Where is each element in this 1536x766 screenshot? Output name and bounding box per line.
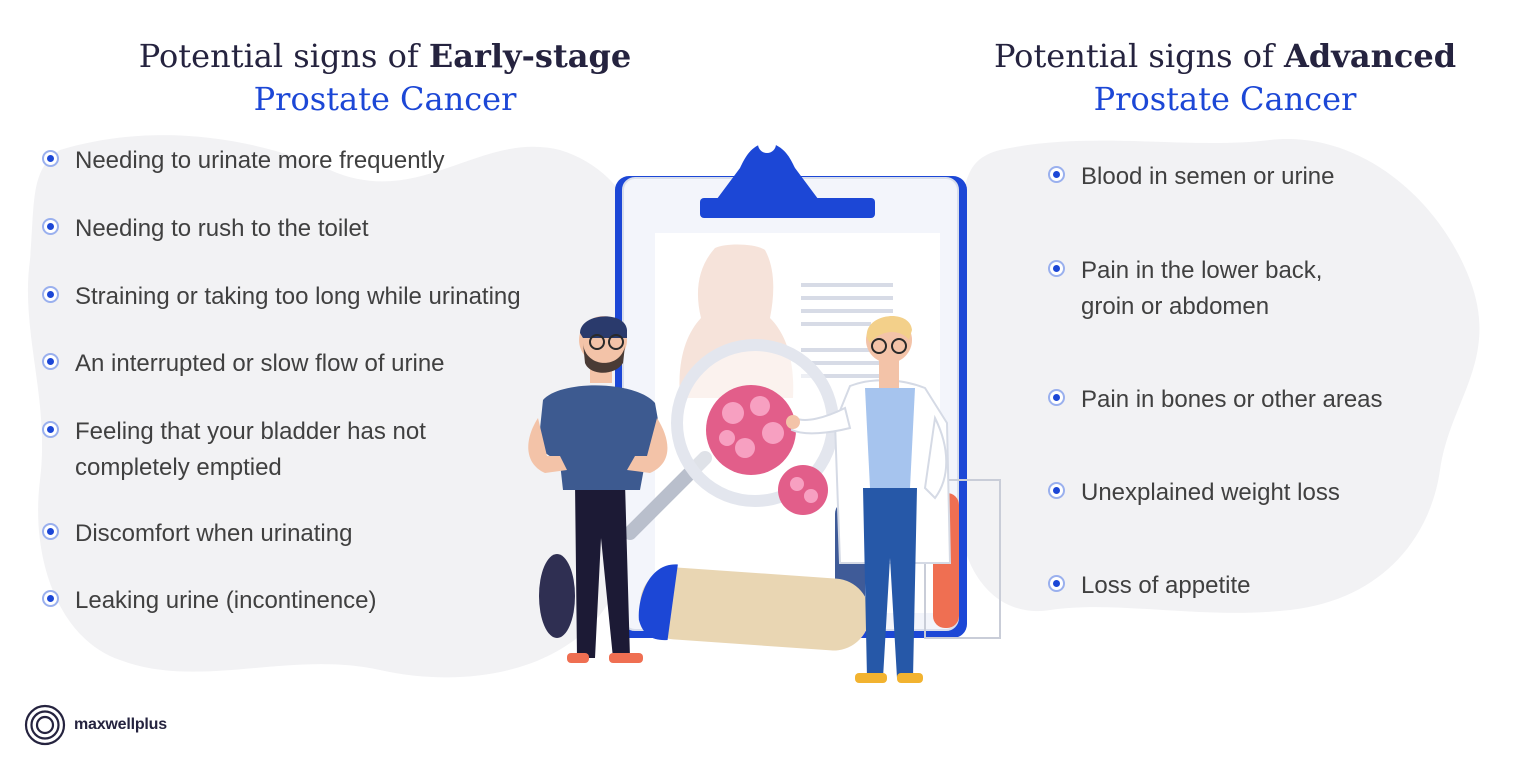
bullet-icon	[1048, 166, 1065, 183]
list-item-text: Needing to rush to the toilet	[75, 215, 369, 242]
bullet-icon	[1048, 389, 1065, 406]
maxwellplus-logo-icon	[24, 704, 66, 746]
list-item: Feeling that your bladder has not comple…	[42, 414, 502, 486]
list-item-text: An interrupted or slow flow of urine	[75, 350, 445, 377]
list-item: Discomfort when urinating	[42, 516, 602, 552]
bullet-icon	[42, 286, 59, 303]
bullet-icon	[1048, 260, 1065, 277]
list-item-text: Blood in semen or urine	[1081, 163, 1335, 190]
list-item: Leaking urine (incontinence)	[42, 583, 602, 619]
list-item-text: Straining or taking too long while urina…	[75, 283, 521, 310]
list-item-text: Feeling that your bladder has not comple…	[75, 418, 426, 481]
list-item: Loss of appetite	[1048, 568, 1488, 604]
bullet-icon	[42, 218, 59, 235]
bullet-icon	[42, 523, 59, 540]
early-title-strong: Early-stage	[428, 37, 632, 75]
early-stage-title: Potential signs of Early-stage Prostate …	[130, 35, 640, 121]
list-item-text: Unexplained weight loss	[1081, 479, 1340, 506]
list-item-text: Leaking urine (incontinence)	[75, 587, 377, 614]
list-item-text: Needing to urinate more frequently	[75, 147, 445, 174]
list-item: Straining or taking too long while urina…	[42, 279, 602, 315]
bullet-icon	[1048, 482, 1065, 499]
list-item: Pain in the lower back, groin or abdomen	[1048, 253, 1378, 325]
advanced-title-strong: Advanced	[1284, 37, 1457, 75]
list-item-text: Pain in bones or other areas	[1081, 386, 1383, 413]
list-item: An interrupted or slow flow of urine	[42, 346, 602, 382]
list-item: Needing to urinate more frequently	[42, 143, 602, 179]
early-title-prefix: Potential signs of	[138, 37, 419, 75]
bullet-icon	[42, 150, 59, 167]
list-item-text: Pain in the lower back, groin or abdomen	[1081, 257, 1323, 320]
advanced-title-prefix: Potential signs of	[993, 37, 1274, 75]
list-item: Pain in bones or other areas	[1048, 382, 1488, 418]
advanced-subtitle: Prostate Cancer	[1093, 80, 1357, 118]
doctor-patient-illustration	[528, 135, 1001, 683]
list-item-text: Discomfort when urinating	[75, 520, 353, 547]
early-subtitle: Prostate Cancer	[253, 80, 517, 118]
list-item: Blood in semen or urine	[1048, 159, 1488, 195]
list-item-text: Loss of appetite	[1081, 572, 1251, 599]
logo-text: maxwellplus	[74, 716, 167, 733]
bullet-icon	[1048, 575, 1065, 592]
maxwellplus-logo: maxwellplus	[24, 704, 167, 746]
bullet-icon	[42, 353, 59, 370]
bullet-icon	[42, 421, 59, 438]
bullet-icon	[42, 590, 59, 607]
advanced-title: Potential signs of Advanced Prostate Can…	[985, 35, 1465, 121]
list-item: Needing to rush to the toilet	[42, 211, 602, 247]
list-item: Unexplained weight loss	[1048, 475, 1488, 511]
